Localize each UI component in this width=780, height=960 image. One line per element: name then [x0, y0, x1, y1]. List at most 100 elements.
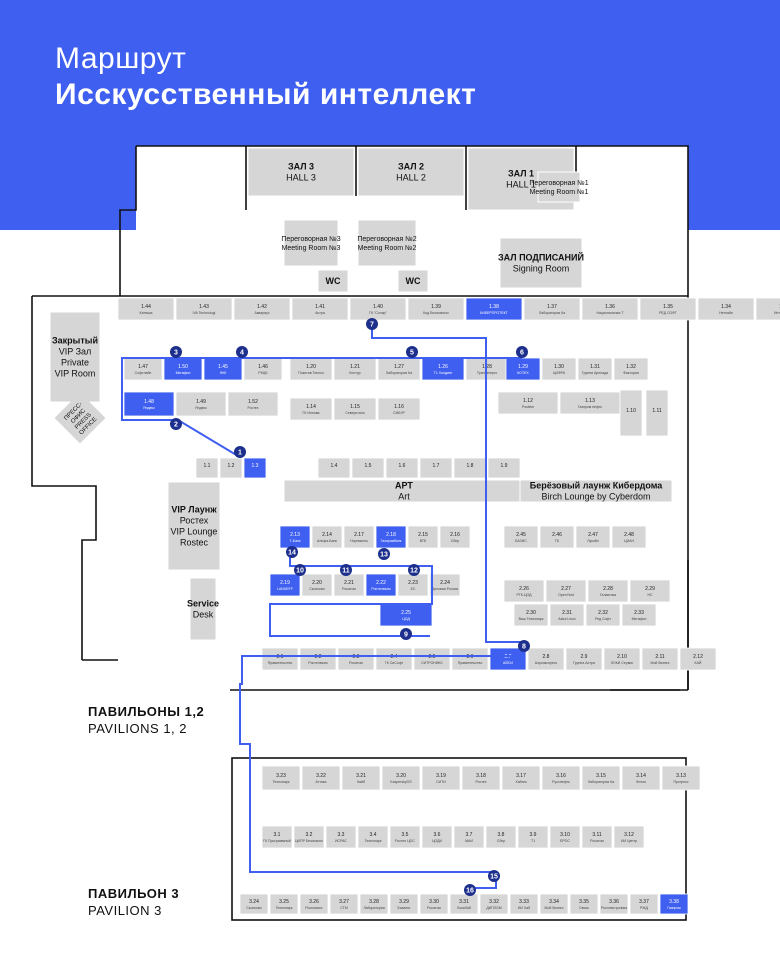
booth-name: Аквариус: [255, 311, 270, 315]
booth-name: Норникель: [350, 539, 368, 543]
booth-code: 1.36: [605, 304, 615, 310]
booth-1.2: [219, 457, 243, 479]
route-subtitle: Исскусственный интеллект: [55, 78, 477, 111]
booth-2.12: [679, 647, 717, 671]
booth-code: 1.37: [547, 304, 557, 310]
booth-3.8: [485, 825, 517, 849]
wc-right-label: WC: [406, 276, 421, 286]
route-point-number: 4: [240, 350, 244, 357]
booth-code: 2.46: [552, 532, 562, 538]
booth-code: 2.33: [634, 610, 644, 616]
booth-2.22: [365, 573, 397, 597]
booth-name: Кайб: [357, 780, 365, 784]
service-desk-label: Desk: [193, 610, 214, 620]
pavilions-1-2-en: PAVILIONS 1, 2: [88, 721, 188, 736]
booth-name: Технопарк: [276, 906, 293, 910]
booth-1.36: [581, 297, 639, 321]
route-point-number: 7: [370, 322, 374, 329]
booth-code: 3.11: [592, 832, 602, 838]
route-line-main: [239, 322, 525, 889]
booth-name: Яндекс: [143, 406, 155, 410]
booth-name: Росатом: [349, 661, 363, 665]
booth-code: 3.4: [370, 832, 377, 838]
booth-name: Газпромбанк: [381, 539, 402, 543]
route-line-center: [269, 552, 433, 637]
booth-name: РКЦБ: [258, 371, 268, 375]
booth-name: Ростех: [247, 406, 258, 410]
booth-name: Сбер: [451, 539, 459, 543]
booth-name: Газпром: [667, 906, 681, 910]
route-point-number: 11: [342, 568, 350, 575]
route-point-4: [236, 346, 248, 358]
booth-code: 2.16: [450, 532, 460, 538]
route-point-11: [340, 564, 352, 576]
route-point-number: 12: [410, 568, 418, 575]
booth-3.13: [661, 765, 701, 791]
booth-name: ИИ Хаб: [518, 906, 530, 910]
booth-code: 1.38: [489, 304, 499, 310]
booth-3.21: [341, 765, 381, 791]
vip-lounge-rostec-label: Rostec: [180, 538, 209, 548]
booth-code: 1.12: [523, 398, 533, 404]
booth-name: ЦОД: [402, 617, 410, 621]
booth-3.20: [381, 765, 421, 791]
booth-name: iVA Technologi: [193, 311, 216, 315]
booth-1.35: [639, 297, 697, 321]
booth-2.16: [439, 525, 471, 549]
booth-name: Северсталь: [345, 411, 364, 415]
booth-code: 1.46: [258, 364, 268, 370]
booth-code: 3.2: [306, 832, 313, 838]
booth-code: 2.32: [598, 610, 608, 616]
pavilions-1-2-label: ПАВИЛЬОНЫ 1,2 PAVILIONS 1, 2: [88, 704, 204, 736]
booth-code: 3.24: [249, 899, 259, 905]
booth-2.26: [503, 579, 545, 603]
booth-code: 3.16: [556, 773, 566, 779]
booth-name: Контур: [349, 371, 360, 375]
booth-code: 3.35: [579, 899, 589, 905]
booth-name: БАЗИС: [515, 539, 527, 543]
booth-name: Росатом: [427, 906, 441, 910]
booth-1.1: [195, 457, 219, 479]
route-point-14: [286, 546, 298, 558]
booth-1.9: [487, 457, 521, 479]
booth-name: Ростелеком: [308, 661, 328, 665]
booth-code: 2.22: [376, 580, 386, 586]
route-point-number: 16: [466, 888, 474, 895]
booth-name: Ростех: [475, 780, 486, 784]
booth-2.11: [641, 647, 679, 671]
booth-name: Ваш Технопарк: [519, 617, 544, 621]
booth-2.18: [375, 525, 407, 549]
route-point-number: 1: [238, 450, 242, 457]
booth-name: Деловая Россия: [432, 587, 458, 591]
pavilion-3-outline: [231, 757, 687, 921]
booth-name: КИБЕРПРОТЕКТ: [480, 311, 509, 315]
booth-1.31: [577, 357, 613, 381]
booth-code: 3.29: [399, 899, 409, 905]
booth-code: 1.8: [467, 463, 474, 469]
vip-lounge-rostec-label: VIP Лаунж: [171, 505, 217, 515]
booth-code: 2.27: [561, 586, 571, 592]
booth-code: 1.27: [394, 364, 404, 370]
booth-name: Т1: [531, 839, 535, 843]
booth-name: Ростелеком: [371, 587, 391, 591]
booth-1.49: [175, 391, 227, 417]
wall-segment: [119, 146, 137, 296]
booth-name: Правительство: [268, 661, 293, 665]
booth-3.31: [449, 893, 479, 915]
booth-name: ЦИПР Безопасно: [295, 839, 323, 843]
booth-3.11: [581, 825, 613, 849]
booth-code: 1.9: [501, 463, 508, 469]
booth-code: 1.45: [218, 364, 228, 370]
booth-name: АЙСИ: [503, 661, 513, 665]
booth-2.27: [545, 579, 587, 603]
booth-name: Хайтек: [515, 780, 527, 784]
booth-name: СИТРОНИКС: [421, 661, 443, 665]
route-point-number: 3: [174, 350, 178, 357]
booth-2.14: [311, 525, 343, 549]
pavilion-3-ru: ПАВИЛЬОН 3: [88, 886, 180, 901]
booth-3.30: [419, 893, 449, 915]
booth-1.30: [541, 357, 577, 381]
booth-name: Код Безопаснос: [423, 311, 449, 315]
